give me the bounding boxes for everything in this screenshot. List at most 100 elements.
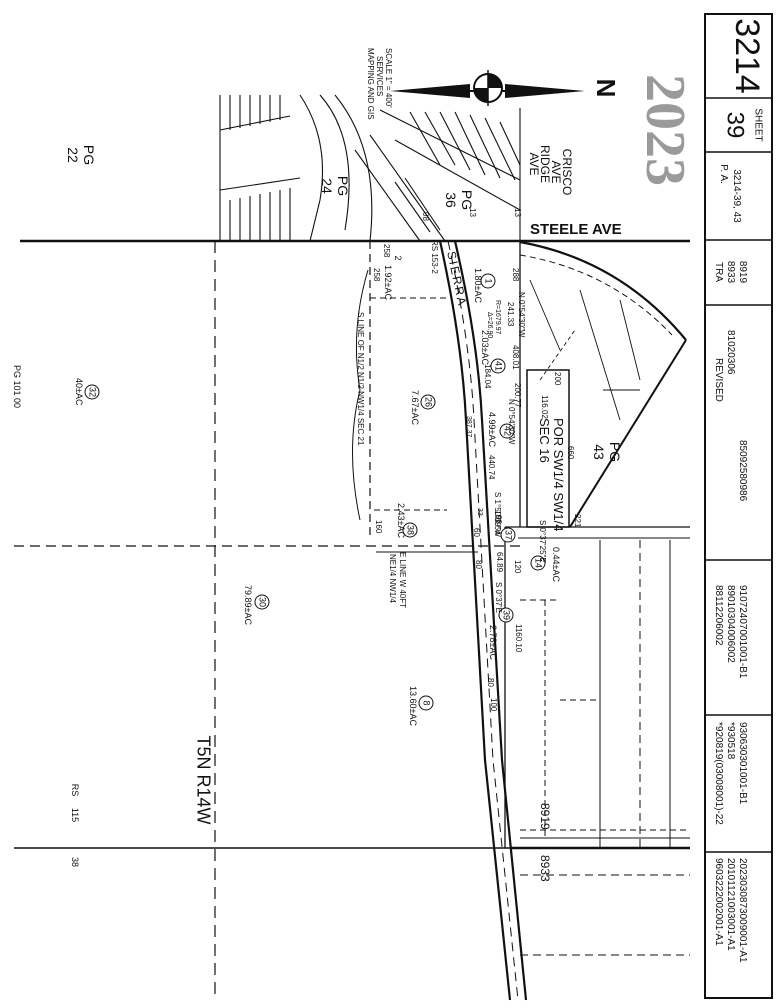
svg-text:43: 43 [591, 444, 607, 460]
svg-text:22: 22 [65, 147, 81, 163]
revised-label: REVISED [713, 358, 724, 402]
east-line-label: E LINE W 40FT NE1/4 NW1/4 [388, 552, 407, 608]
svg-text:AVE: AVE [527, 152, 541, 175]
parcel-number: 30 [258, 597, 268, 607]
revision-entry: *930518 [725, 722, 736, 760]
page-ref-24: PG 24 [319, 176, 351, 196]
svg-text:MAPPING AND GIS: MAPPING AND GIS [366, 48, 375, 120]
north-arrow-icon: N [390, 70, 621, 106]
svg-text:80: 80 [474, 560, 483, 569]
revision-entry: 89010304006002 [725, 585, 736, 663]
parcel-number: 1 [484, 278, 494, 283]
svg-text:PG: PG [607, 442, 623, 462]
dimension-labels: 258 258 288 13 13 08 N 0°54'30"W 241.33 … [372, 208, 582, 882]
parcel-number: 42 [503, 426, 513, 436]
pa-value: 3214-39, 43 [731, 169, 742, 223]
svg-text:13: 13 [468, 208, 477, 217]
parcel-area: 0.44±AC [551, 547, 561, 582]
svg-text:96: 96 [494, 515, 503, 524]
pa-label: P. A. [718, 164, 729, 184]
parcel-number: 2 [393, 255, 403, 260]
svg-text:408.01: 408.01 [511, 345, 520, 370]
svg-text:S 0°37'E: S 0°37'E [494, 582, 503, 613]
svg-text:24: 24 [319, 178, 335, 194]
svg-text:08: 08 [421, 212, 430, 221]
svg-text:116.02: 116.02 [540, 395, 549, 419]
book-page-number: 3214 [728, 18, 766, 94]
svg-text:S 1°50'39"W: S 1°50'39"W [493, 492, 502, 537]
parcel-area: 7.67±AC [410, 390, 420, 425]
svg-text:Δ=26.90: Δ=26.90 [486, 312, 493, 338]
township-range-label: T5N R14W [193, 735, 213, 824]
svg-text:E LINE W 40FT: E LINE W 40FT [398, 552, 407, 608]
svg-text:64.89: 64.89 [495, 552, 504, 573]
scale-note: MAPPING AND GIS SERVICES SCALE 1" = 400' [366, 48, 393, 120]
svg-text:R=1679.97: R=1679.97 [494, 300, 501, 335]
svg-text:13: 13 [513, 208, 522, 217]
svg-text:1160.10: 1160.10 [514, 624, 523, 653]
portion-label: POR SW1/4 SW1/4 SEC 16 [537, 418, 566, 531]
revision-entry: 88112206002 [713, 585, 724, 646]
svg-text:36: 36 [443, 192, 459, 208]
svg-text:60: 60 [472, 528, 481, 537]
svg-text:258: 258 [382, 244, 391, 258]
svg-text:288: 288 [511, 268, 520, 282]
svg-text:N 0°54'30"W: N 0°54'30"W [517, 292, 526, 338]
svg-text:S 0°37'25"E: S 0°37'25"E [538, 520, 547, 563]
boundary-lines [14, 239, 690, 998]
revision-entry: 9603222002001-A1 [713, 858, 724, 946]
svg-text:N 0°54'30"W: N 0°54'30"W [507, 399, 516, 445]
parcel-markers [84, 273, 546, 711]
revision-entry: 2023030873009001-A1 [737, 858, 748, 963]
title-block: 3214 39 SHEET P. A. 3214-39, 43 TRA 8933… [704, 13, 773, 999]
subdivision-lots [219, 94, 521, 242]
record-of-survey-label: RS 153-2 [430, 240, 439, 274]
svg-text:38: 38 [70, 857, 80, 867]
parcel-number: 37 [504, 530, 514, 540]
sierra-highway [438, 240, 528, 1001]
svg-text:NE1/4 NW1/4: NE1/4 NW1/4 [388, 554, 397, 603]
parcel-area: 79.89±AC [243, 585, 253, 625]
parcel-number: 14 [534, 558, 544, 568]
svg-text:200: 200 [553, 372, 562, 386]
parcel-number: 32 [88, 387, 98, 397]
svg-text:115: 115 [70, 808, 80, 822]
revised-value-1: 81020306 [725, 330, 736, 375]
parcel-area: 4.99±AC [487, 412, 497, 447]
svg-text:160: 160 [374, 520, 383, 534]
parcel-area: 2.43±AC [396, 503, 406, 538]
north-label: N [591, 79, 621, 98]
svg-text:660: 660 [566, 446, 575, 460]
parcel-number: 39 [502, 610, 512, 620]
svg-text:80: 80 [486, 678, 495, 687]
svg-text:221: 221 [573, 514, 582, 528]
page-ref-22: PG 22 [65, 145, 97, 165]
year-stamp: 2023 [634, 74, 696, 186]
svg-text:258: 258 [372, 268, 381, 282]
sheet-number: 39 [722, 112, 749, 139]
parcel-number: 8 [422, 700, 432, 705]
parcel-number: 41 [494, 361, 504, 371]
svg-text:120: 120 [513, 560, 522, 574]
parcel-area: 13.60±AC [408, 686, 418, 726]
sheet-label: SHEET [752, 108, 763, 141]
svg-text:241.33: 241.33 [506, 302, 515, 327]
revised-value-2: 85092580986 [737, 440, 748, 502]
street-label-ridge: RIDGE [538, 145, 552, 183]
tra-value-1: 8933 [725, 261, 736, 284]
partial-page-ref: PG 101 00 [12, 365, 22, 408]
svg-text:PG: PG [335, 176, 351, 196]
parcel-area: 1.92±AC [383, 265, 393, 300]
parcel-area: 2.78±AC [488, 625, 498, 660]
tra-value-2: 8919 [737, 261, 748, 284]
revision-entry: 91072407001001-B1 [737, 585, 748, 679]
svg-text:440.74: 440.74 [487, 455, 496, 480]
svg-text:387.37: 387.37 [465, 416, 472, 438]
revision-entry: *920819(03008001)-22 [713, 722, 724, 825]
tra-line-label: 8933 [538, 855, 552, 882]
parcel-area: 1.80±AC [473, 268, 483, 303]
page-ref-43: PG 43 [591, 442, 623, 462]
svg-text:POR SW1/4 SW1/4: POR SW1/4 SW1/4 [551, 418, 566, 531]
svg-text:PG: PG [459, 190, 475, 210]
